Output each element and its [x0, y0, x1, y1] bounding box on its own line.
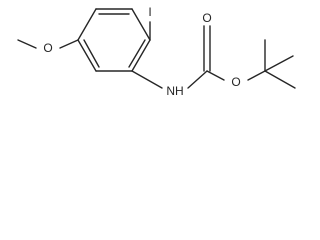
c-n-bond	[131, 70, 163, 89]
c-o-ester-bond	[206, 70, 225, 81]
n-c-bond	[187, 70, 208, 89]
carbonyl-oxygen-label: O	[202, 11, 211, 25]
iodine-label: I	[148, 5, 151, 19]
ring-bond	[77, 39, 97, 72]
ring-bond	[131, 8, 151, 41]
nh-label: NH	[166, 84, 183, 98]
o-ch3-bond	[17, 39, 37, 49]
methoxy-oxygen-label: O	[43, 41, 52, 55]
molecule-structure-diagram: I O NH O O	[17, 5, 296, 98]
tert-butyl-bond	[264, 55, 294, 72]
c-o-methoxy-bond	[59, 39, 79, 49]
ring-bond	[77, 8, 97, 41]
o-c-tert-butyl-bond	[247, 70, 266, 81]
ring-double-bond	[128, 39, 146, 68]
tert-butyl-bond	[264, 70, 296, 89]
ring-double-bond	[83, 39, 100, 68]
ring-bond	[131, 39, 151, 72]
ester-oxygen-label: O	[231, 75, 240, 89]
